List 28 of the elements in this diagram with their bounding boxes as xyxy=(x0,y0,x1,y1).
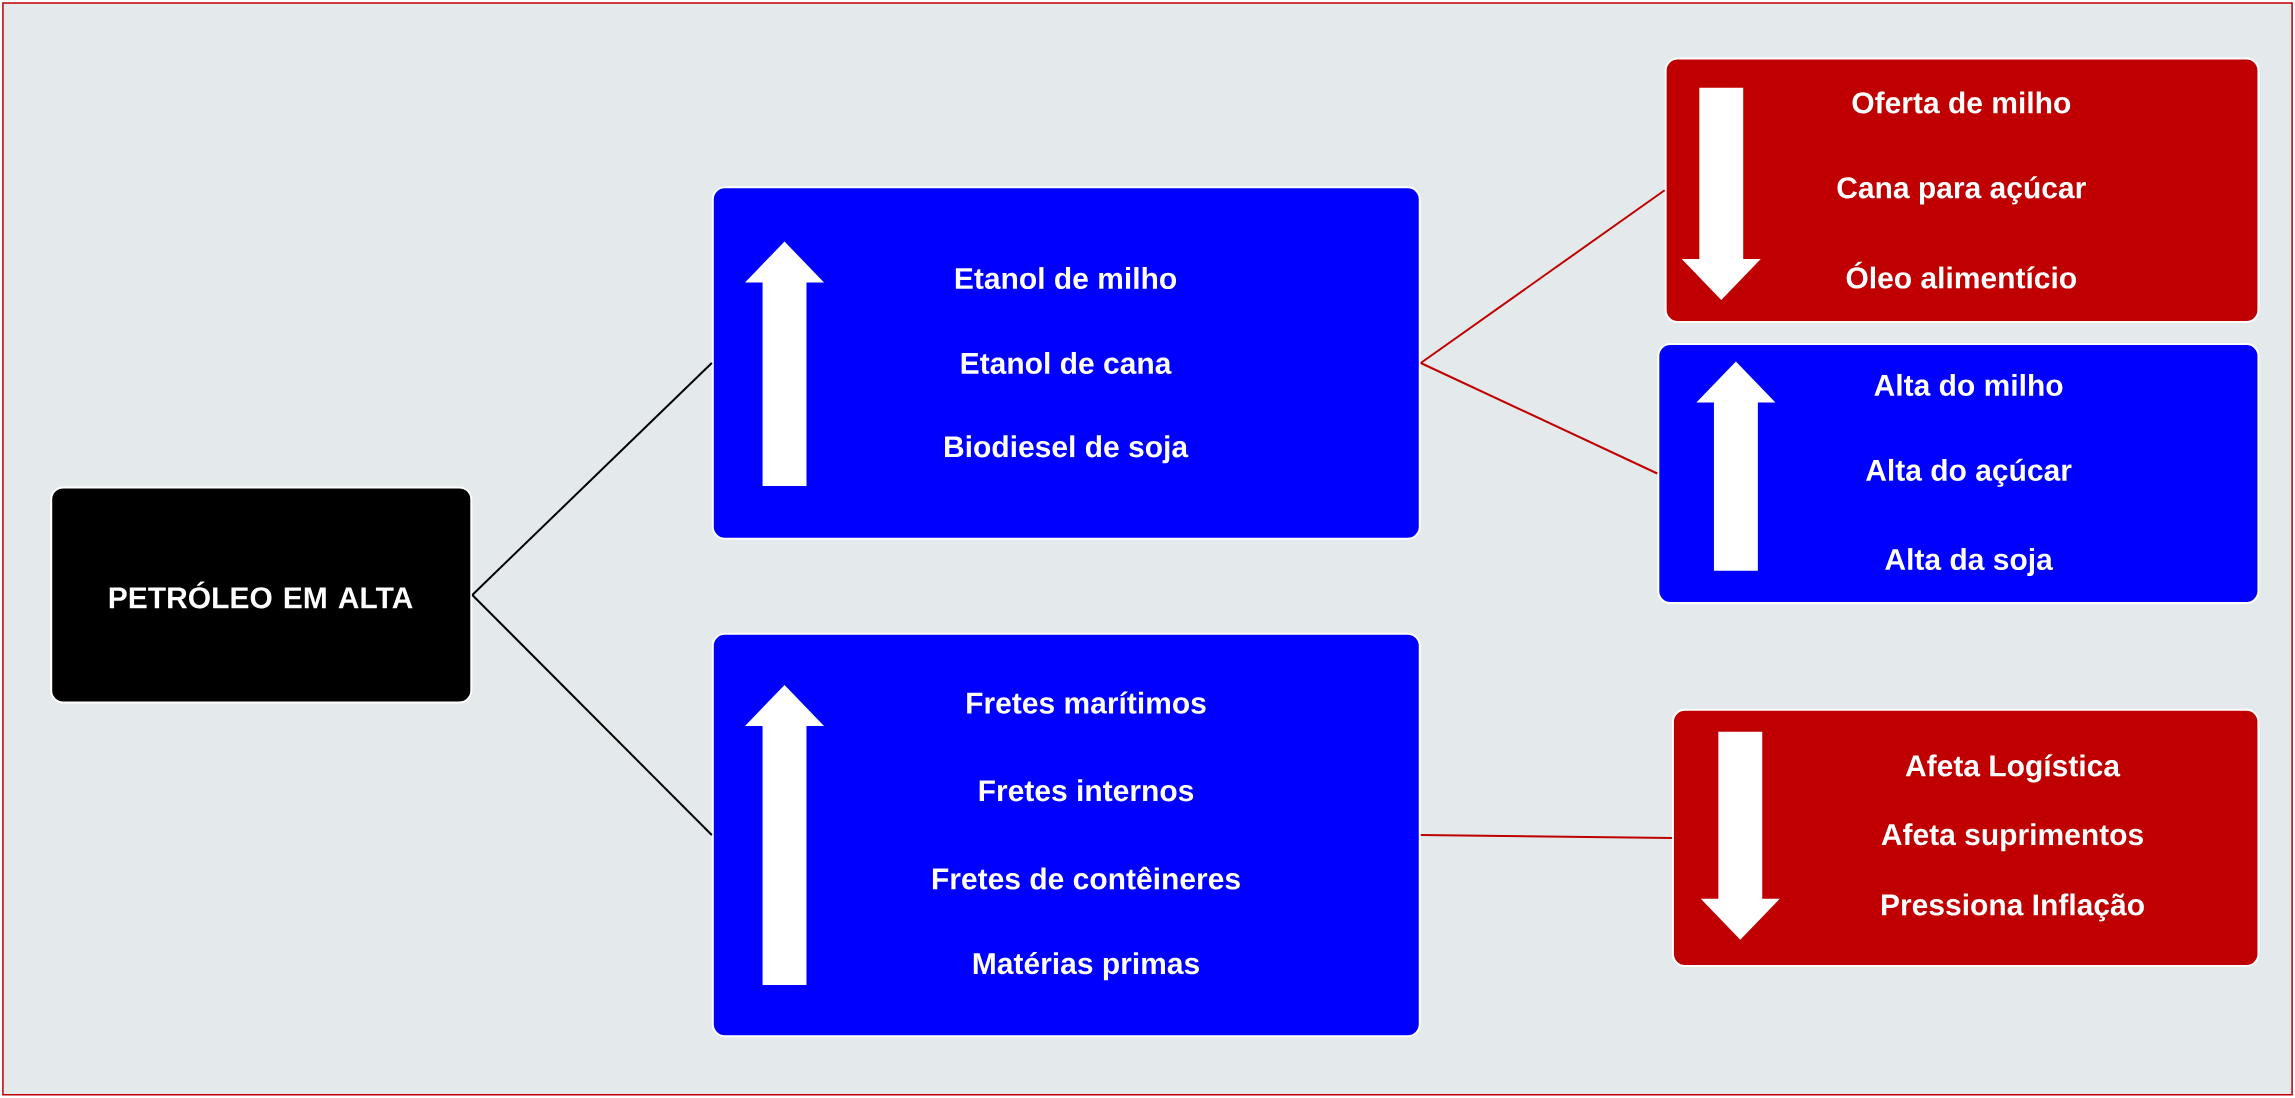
box-text: Óleo alimentício xyxy=(1846,261,2076,289)
box-text: Etanol de cana xyxy=(961,352,1172,375)
box xyxy=(711,186,1421,540)
box xyxy=(1657,343,2260,605)
box-text: Afeta Logística xyxy=(1905,754,2121,783)
connector-line xyxy=(471,594,713,837)
box-text: Alta da soja xyxy=(1885,548,2053,577)
box-text: Cana para açúcar xyxy=(1837,176,2086,205)
connector-line xyxy=(1419,362,1659,475)
box-text: Fretes internos xyxy=(979,779,1194,802)
box-text: Alta do açúcar xyxy=(1866,458,2072,487)
box-text: Oferta de milho xyxy=(1852,91,2071,114)
box-text: Alta do milho xyxy=(1874,374,2063,397)
box-text: Etanol de milho xyxy=(955,267,1177,290)
box-text: Biodiesel de soja xyxy=(945,435,1189,464)
box-text: Pressiona Inflação xyxy=(1882,893,2144,922)
box-text: Afeta suprimentos xyxy=(1881,823,2143,852)
box-text: PETRÓLEO EM ALTA xyxy=(109,581,413,609)
box xyxy=(1664,57,2260,324)
box xyxy=(50,486,473,704)
box xyxy=(711,632,1421,1038)
connector-line xyxy=(1419,834,1673,840)
connector-line xyxy=(471,362,713,597)
connector-line xyxy=(1419,189,1666,365)
box-text: Fretes marítimos xyxy=(967,691,1206,714)
box-text: Fretes de contêineres xyxy=(932,867,1240,890)
box xyxy=(1671,709,2260,968)
box-text: Matérias primas xyxy=(973,952,1199,981)
